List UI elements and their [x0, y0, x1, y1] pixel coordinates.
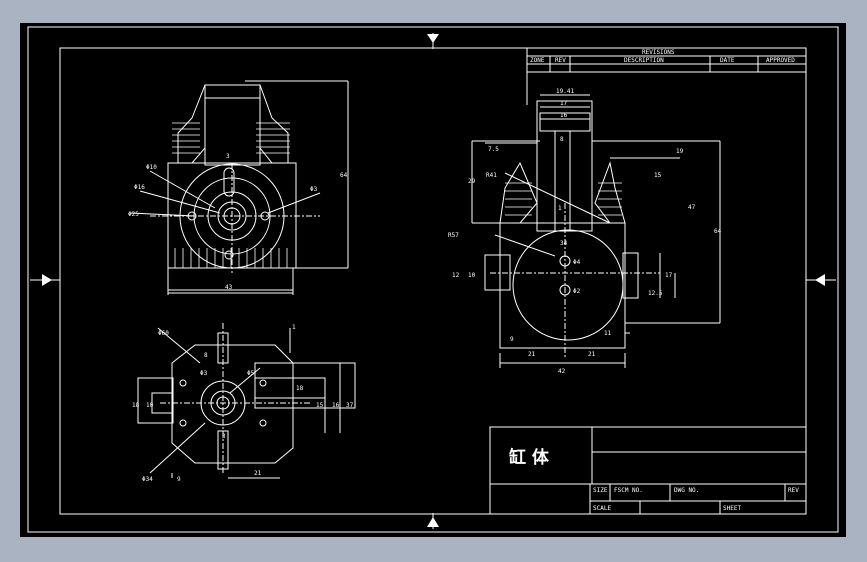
side-dim-9: 9: [510, 336, 514, 343]
front-view: 3 Φ10 Φ16 Φ25 Φ3 64 43: [128, 80, 349, 295]
top-dim-9: 9: [177, 476, 181, 483]
side-dim-d2: Φ2: [573, 288, 581, 295]
top-dim-18b: 18: [132, 402, 140, 409]
top-dim-3: 3: [222, 433, 226, 440]
side-dim-12-5: 12.5: [648, 290, 663, 297]
title-block: 缸 体 SIZE FSCM NO. DWG NO. REV SCALE SHEE…: [489, 426, 807, 515]
side-dim-7-5: 7.5: [488, 146, 499, 153]
drawing-title: 缸 体: [509, 447, 550, 468]
side-dim-64: 64: [714, 228, 722, 235]
top-dim-10: 10: [146, 402, 154, 409]
top-view: Φ60 1 8 Φ3 Φ5 18 10 15 16 37 18 3 Φ34 9 …: [132, 323, 356, 483]
top-dim-18: 18: [296, 385, 304, 392]
title-rev-label: REV: [788, 487, 799, 494]
top-dim-d3: Φ3: [200, 370, 208, 377]
front-dim-d16: Φ16: [134, 184, 145, 191]
title-scale-label: SCALE: [593, 505, 611, 512]
side-dim-17b: 17: [665, 272, 673, 279]
revisions-col-date: DATE: [720, 57, 735, 64]
side-dim-10: 10: [468, 272, 476, 279]
front-dim-3: 3: [226, 153, 230, 160]
side-dim-34: 34: [560, 240, 568, 247]
cad-viewport[interactable]: REVISIONS ZONE REV DESCRIPTION DATE APPR…: [20, 23, 846, 537]
drawing-canvas: REVISIONS ZONE REV DESCRIPTION DATE APPR…: [27, 26, 839, 533]
side-dim-r41: R41: [486, 172, 497, 179]
top-dim-15: 15: [316, 402, 324, 409]
inner-border: [59, 47, 807, 515]
front-dim-64: 64: [340, 172, 348, 179]
revisions-col-description: DESCRIPTION: [624, 57, 664, 64]
top-dim-16: 16: [332, 402, 340, 409]
title-sheet-label: SHEET: [723, 505, 741, 512]
side-dim-16: 16: [560, 112, 568, 119]
side-dim-11: 11: [604, 330, 612, 337]
side-dim-19: 19: [676, 148, 684, 155]
front-dim-43: 43: [225, 284, 233, 291]
side-dim-r57: R57: [448, 232, 459, 239]
side-dim-42: 42: [558, 368, 566, 375]
top-dim-d60: Φ60: [158, 330, 169, 337]
side-dim-12: 12: [452, 272, 460, 279]
revisions-col-zone: ZONE: [530, 57, 545, 64]
revisions-col-rev: REV: [555, 57, 566, 64]
top-dim-1: 1: [292, 324, 296, 331]
side-view: 19.41 17 16 8 7.5 19 15 29 R41 47 64 1 R…: [448, 88, 722, 375]
top-dim-d34: Φ34: [142, 476, 153, 483]
front-dim-d3: Φ3: [310, 186, 318, 193]
side-dim-47: 47: [688, 204, 696, 211]
side-dim-1: 1: [558, 205, 562, 212]
front-dim-d25: Φ25: [128, 211, 139, 218]
revisions-table: REVISIONS ZONE REV DESCRIPTION DATE APPR…: [526, 47, 807, 105]
revisions-col-approved: APPROVED: [766, 57, 795, 64]
title-fscm-label: FSCM NO.: [614, 487, 643, 494]
top-dim-d5: Φ5: [247, 370, 255, 377]
side-dim-21a: 21: [528, 351, 536, 358]
revisions-header: REVISIONS: [642, 49, 675, 56]
side-dim-17: 17: [560, 100, 568, 107]
title-size-label: SIZE: [593, 487, 608, 494]
side-dim-15: 15: [654, 172, 662, 179]
title-dwg-label: DWG NO.: [674, 487, 699, 494]
side-dim-d4: Φ4: [573, 259, 581, 266]
front-dim-d10: Φ10: [146, 164, 157, 171]
top-dim-37: 37: [346, 402, 354, 409]
side-dim-19-41: 19.41: [556, 88, 574, 95]
top-dim-8: 8: [204, 352, 208, 359]
side-dim-29: 29: [468, 178, 476, 185]
side-dim-8: 8: [560, 136, 564, 143]
outer-border: [27, 26, 839, 533]
side-dim-21b: 21: [588, 351, 596, 358]
top-dim-21: 21: [254, 470, 262, 477]
